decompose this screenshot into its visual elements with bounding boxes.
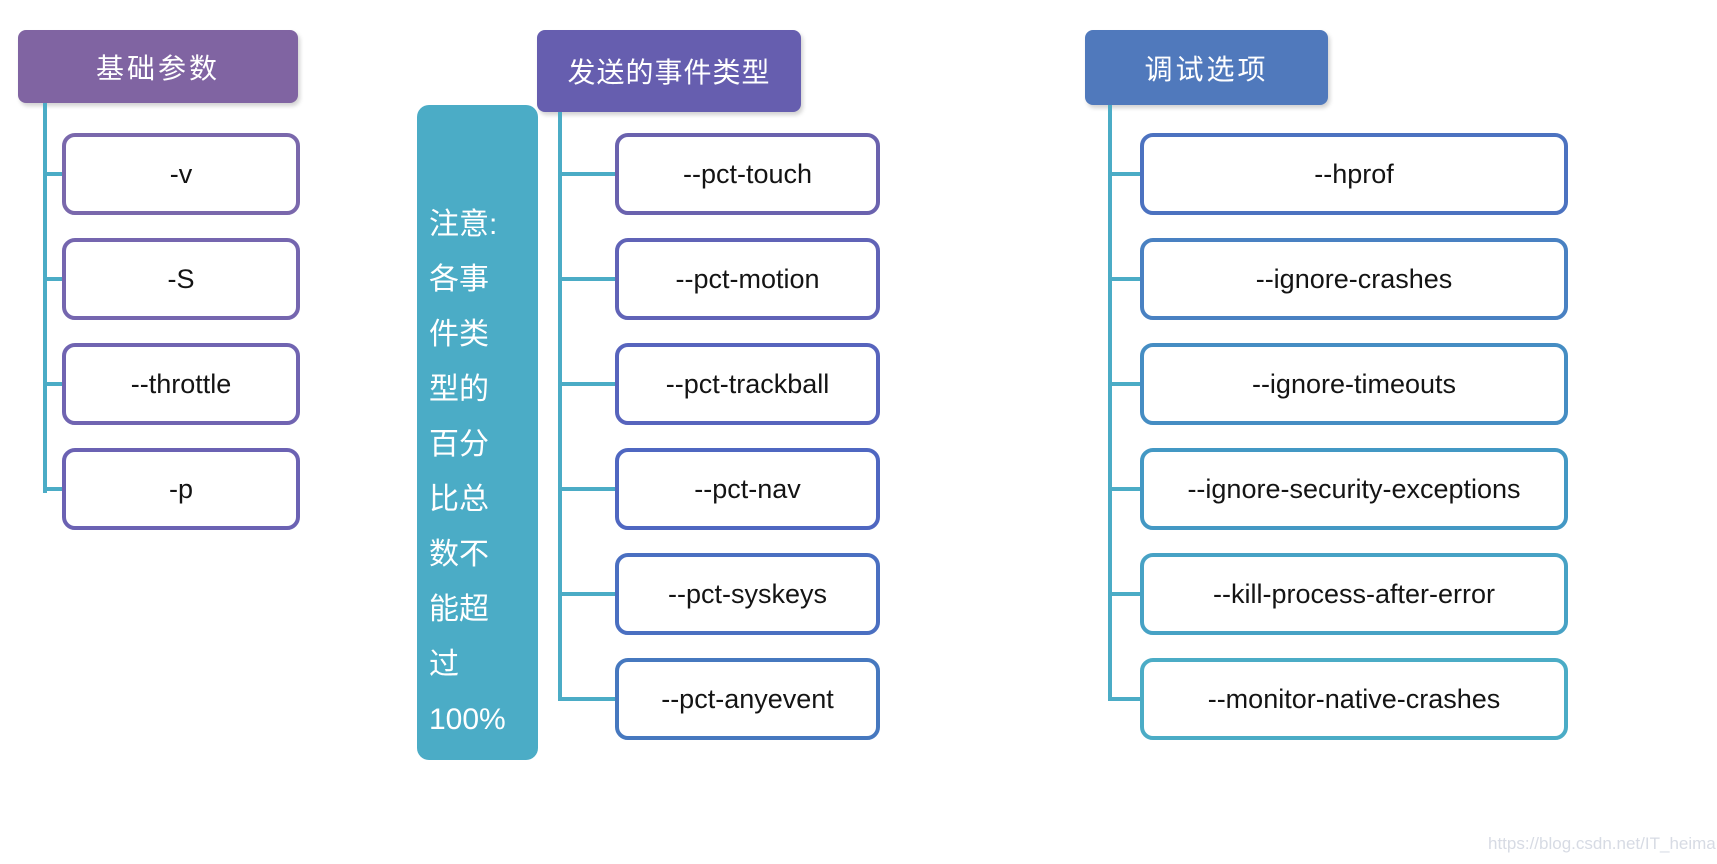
option-box-ignore-timeouts: --ignore-timeouts [1140, 343, 1568, 425]
tree2-connector-stub [560, 382, 615, 386]
tree3-connector-stub [1110, 592, 1140, 596]
tree1-connector-stub [44, 487, 62, 491]
watermark-text: https://blog.csdn.net/IT_heima [1488, 834, 1716, 853]
option-box-pct-syskeys: --pct-syskeys [615, 553, 880, 635]
tree3-header: 调试选项 [1085, 30, 1328, 105]
tree1-connector-stub [44, 277, 62, 281]
tree3-connector-stub [1110, 382, 1140, 386]
tree2-connector-stub [560, 277, 615, 281]
tree2-connector-line [558, 112, 562, 701]
option-box-pct-anyevent: --pct-anyevent [615, 658, 880, 740]
option-box-p: -p [62, 448, 300, 530]
tree3-connector-stub [1110, 172, 1140, 176]
tree3-connector-stub [1110, 277, 1140, 281]
tree1-connector-stub [44, 172, 62, 176]
option-box-hprof: --hprof [1140, 133, 1568, 215]
option-box-kill-process-after-error: --kill-process-after-error [1140, 553, 1568, 635]
tree1-header: 基础参数 [18, 30, 298, 103]
tree1-connector-line [43, 103, 47, 493]
tree3-connector-stub [1110, 487, 1140, 491]
tree3-connector-line [1108, 105, 1112, 701]
option-box-pct-touch: --pct-touch [615, 133, 880, 215]
tree3-connector-stub [1110, 697, 1140, 701]
tree2-connector-stub [560, 592, 615, 596]
note-box: 注意: 各事 件类 型的 百分 比总 数不 能超 过 100% [417, 105, 538, 760]
tree1-connector-stub [44, 382, 62, 386]
option-box-s: -S [62, 238, 300, 320]
tree2-header: 发送的事件类型 [537, 30, 801, 112]
option-box-monitor-native-crashes: --monitor-native-crashes [1140, 658, 1568, 740]
option-box-v: -v [62, 133, 300, 215]
option-box-throttle: --throttle [62, 343, 300, 425]
option-box-ignore-crashes: --ignore-crashes [1140, 238, 1568, 320]
option-box-ignore-security-exceptions: --ignore-security-exceptions [1140, 448, 1568, 530]
option-box-pct-motion: --pct-motion [615, 238, 880, 320]
tree2-connector-stub [560, 487, 615, 491]
option-box-pct-trackball: --pct-trackball [615, 343, 880, 425]
tree2-connector-stub [560, 172, 615, 176]
option-box-pct-nav: --pct-nav [615, 448, 880, 530]
tree2-connector-stub [560, 697, 615, 701]
